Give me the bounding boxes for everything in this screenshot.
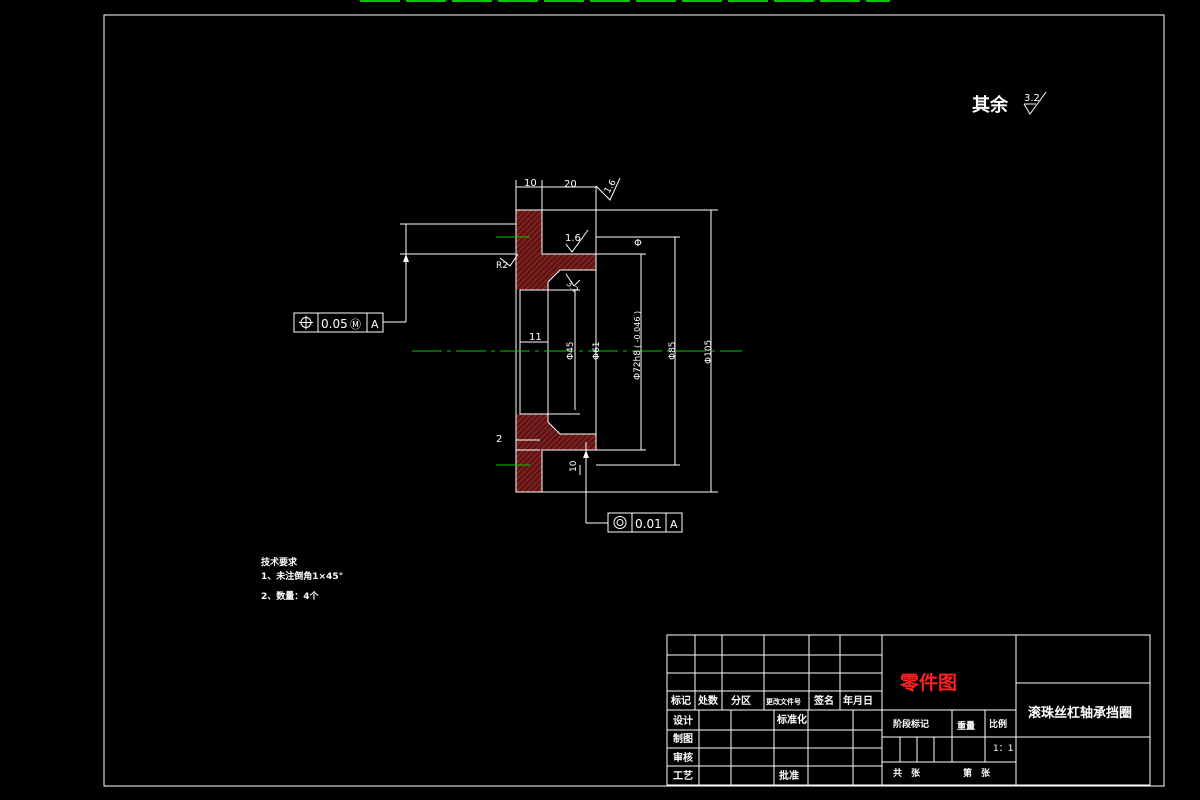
chamfer-r2-icon [499, 253, 519, 267]
dim-roughness-top: 1.6 [603, 178, 619, 196]
concentricity-tol-value: 0.01 [635, 517, 662, 531]
tb-weight: 重量 [957, 720, 975, 732]
tb-scale-label: 比例 [989, 718, 1007, 730]
hatch-top-flange [516, 210, 542, 254]
dim-dia85: Φ85 [668, 341, 678, 360]
dim-dia45: Φ45 [566, 341, 576, 360]
dim-10-bottom: 10 [569, 460, 579, 472]
tech-requirements: 技术要求 1、未注倒角1×45° 2、数量：4个 [261, 556, 343, 602]
drawing-border [103, 14, 1165, 787]
concentricity-tol-datum: A [670, 518, 678, 531]
tb-header-cell: 更改文件号 [766, 697, 801, 706]
tb-sheet-no: 第 张 [963, 767, 991, 779]
tech-req-title: 技术要求 [261, 556, 298, 568]
dim-r2: R2 [496, 261, 508, 271]
roughness-mid-icon [565, 229, 589, 253]
dim-dia72: Φ72h8 [633, 350, 643, 380]
tb-header-cell: 处数 [697, 694, 719, 707]
tb-left-label: 设计 [673, 714, 693, 727]
tb-scale-value: 1：1 [993, 744, 1013, 754]
dim-roughness-mid: 1.6 [565, 233, 581, 244]
tb-approve-label: 批准 [779, 769, 799, 782]
tb-header-cell: 年月日 [843, 694, 873, 707]
position-tol-value: 0.05 [321, 317, 348, 331]
dim-dia61: Φ61 [592, 341, 602, 360]
hatch-bottom-flange [516, 450, 542, 492]
position-tol-modifier: Ⓜ [350, 318, 361, 331]
tb-header-cell: 标记 [670, 694, 691, 707]
tb-left-label: 审核 [673, 751, 693, 764]
tech-req-item: 1、未注倒角1×45° [261, 570, 343, 582]
dim-20-top: 20 [564, 179, 577, 190]
dim-10-top: 10 [524, 178, 537, 189]
tb-header-cell: 分区 [731, 694, 751, 707]
dim-dia72-tol: ( -0.046 ) [633, 311, 642, 348]
tolerance-frame-concentricity: 0.01 A [607, 512, 683, 533]
dim-roughness-inner: 3.2 [565, 279, 580, 294]
tb-stage-mark: 阶段标记 [893, 718, 929, 730]
roughness-symbol-icon [1023, 91, 1047, 115]
tb-left-label: 工艺 [673, 769, 693, 782]
hatch-top-hub [516, 254, 596, 290]
part-section-view: 10 20 1.6 1.6 Φ R2 3.2 11 Φ45 Φ61 Φ72h8 … [383, 177, 742, 524]
dim-dia105: Φ105 [704, 340, 714, 364]
tb-header-cell: 签名 [813, 694, 834, 707]
title-block: 标记 处数 分区 更改文件号 签名 年月日 设计 制图 审核 工艺 标准化 批准… [666, 634, 1151, 786]
concentricity-icon [613, 516, 627, 529]
tb-standard-label: 标准化 [776, 713, 807, 726]
tb-sheets-total: 共 张 [893, 767, 921, 779]
tb-drawing-type: 零件图 [899, 671, 957, 694]
dim-datum-flat: Φ [634, 238, 642, 249]
roughness-top-icon [595, 177, 621, 201]
dim-11: 11 [529, 332, 542, 343]
tech-req-item: 2、数量：4个 [261, 590, 320, 602]
tolerance-frame-position: 0.05 Ⓜ A [293, 312, 384, 333]
tb-part-name: 滚珠丝杠轴承挡圈 [1028, 705, 1132, 721]
roughness-label: 其余 [972, 94, 1009, 116]
roughness-inner-icon [565, 273, 581, 287]
roughness-value: 3.2 [1024, 93, 1040, 104]
position-tol-datum: A [371, 318, 379, 331]
tb-left-label: 制图 [673, 732, 693, 745]
roughness-note: 其余 3.2 [972, 91, 1047, 116]
dim-2: 2 [496, 434, 502, 445]
hatch-bottom-hub [516, 414, 596, 450]
